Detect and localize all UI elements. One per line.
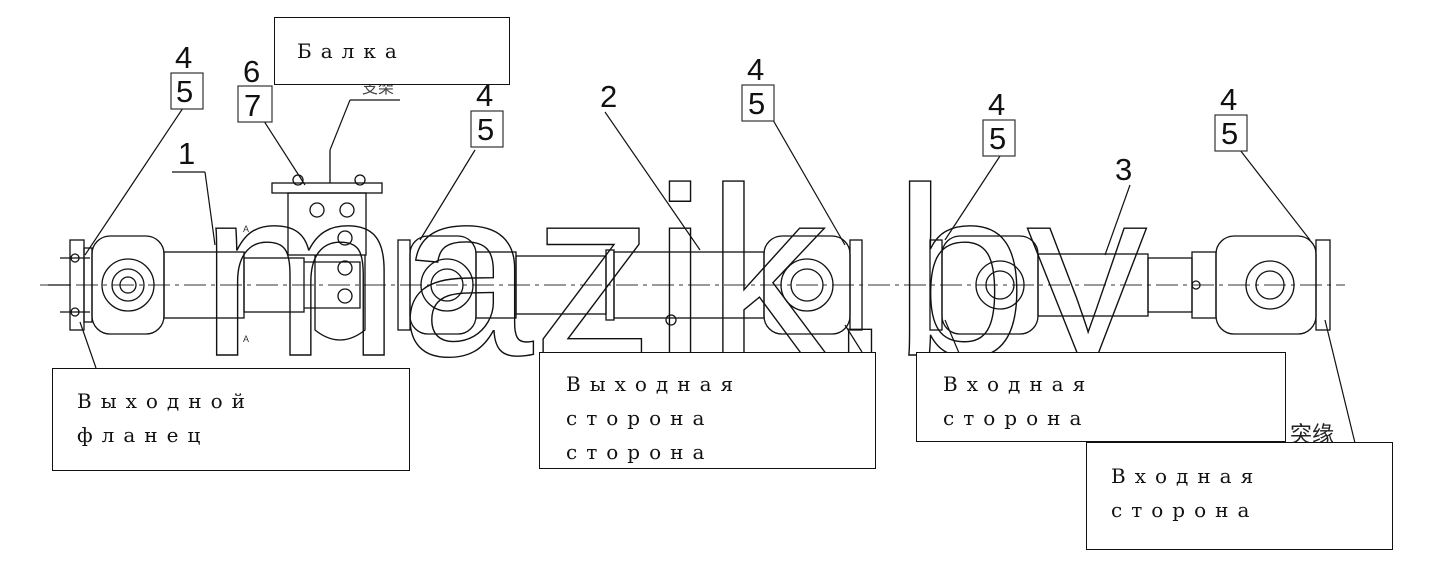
part-5-box-a bbox=[170, 72, 204, 110]
output-side-line2: сторона bbox=[566, 406, 714, 430]
output-flange-line1: Выходной bbox=[77, 389, 254, 413]
part-number-5c: 5 bbox=[748, 86, 765, 121]
output-flange-box: Выходной фланец bbox=[52, 368, 410, 471]
shaft-1 bbox=[48, 235, 361, 335]
input-side-right-box: Входная сторона bbox=[1086, 442, 1393, 550]
part-number-4d: 4 bbox=[988, 87, 1005, 122]
part-number-7: 7 bbox=[244, 88, 261, 123]
output-side-line1: Выходная bbox=[566, 372, 743, 396]
part-number-1: 1 bbox=[178, 136, 195, 171]
shaft-2 bbox=[397, 235, 863, 335]
output-side-line3: сторона bbox=[566, 440, 714, 464]
part-number-3: 3 bbox=[1115, 152, 1132, 187]
section-mark-upper: A bbox=[243, 224, 249, 234]
part-number-4a: 4 bbox=[175, 40, 192, 75]
input-side-mid-box: Входная сторона bbox=[916, 352, 1286, 442]
leader-lines bbox=[79, 99, 1356, 444]
input-side-mid-line2: сторона bbox=[943, 406, 1091, 430]
output-flange-line2: фланец bbox=[77, 423, 210, 447]
part-number-5d: 5 bbox=[989, 121, 1006, 156]
beam-label-box: Балка bbox=[274, 17, 510, 85]
part-number-4c: 4 bbox=[747, 52, 764, 87]
part-5-box-d bbox=[982, 119, 1016, 157]
shaft-3 bbox=[929, 235, 1331, 335]
section-mark-lower: A bbox=[243, 334, 249, 344]
output-side-box: Выходная сторона сторона bbox=[539, 352, 876, 469]
input-side-right-line2: сторона bbox=[1111, 498, 1259, 522]
part-number-6: 6 bbox=[243, 54, 260, 89]
part-5-box-c bbox=[741, 84, 775, 122]
part-number-2: 2 bbox=[600, 79, 617, 114]
part-number-4b: 4 bbox=[476, 78, 493, 113]
part-number-5e: 5 bbox=[1221, 116, 1238, 151]
part-7-box bbox=[237, 85, 273, 123]
input-side-right-line1: Входная bbox=[1111, 464, 1263, 488]
part-5-box-b bbox=[470, 110, 504, 148]
part-5-box-e bbox=[1214, 114, 1248, 152]
part-number-5b: 5 bbox=[477, 112, 494, 147]
part-number-boxes bbox=[170, 72, 1248, 157]
part-number-4e: 4 bbox=[1220, 82, 1237, 117]
beam-label: Балка bbox=[297, 39, 406, 63]
part-number-5a: 5 bbox=[176, 74, 193, 109]
input-side-mid-line1: Входная bbox=[943, 372, 1095, 396]
